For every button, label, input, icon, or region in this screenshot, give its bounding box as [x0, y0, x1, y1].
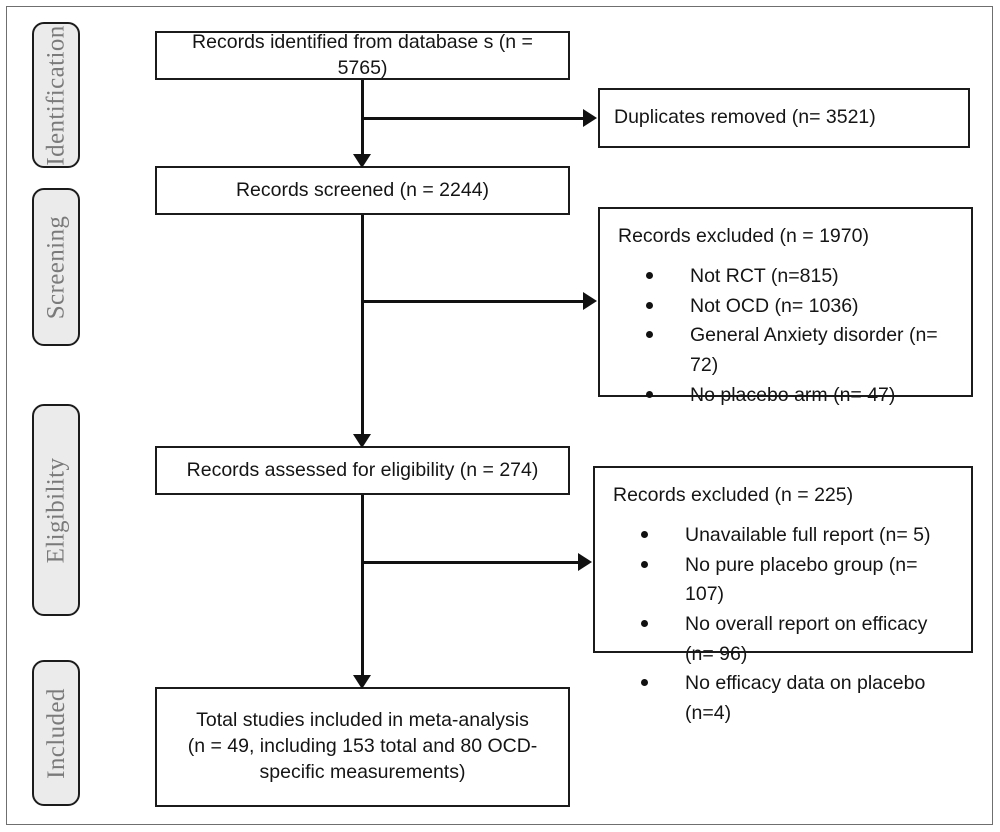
excluded-eligibility-list: Unavailable full report (n= 5) No pure p… — [613, 521, 961, 728]
stage-tab-eligibility: Eligibility — [32, 404, 80, 616]
box-records-identified: Records identified from database s (n = … — [155, 31, 570, 80]
bullet-icon — [646, 301, 653, 309]
bullet-icon — [641, 620, 648, 627]
list-item: General Anxiety disorder (n= 72) — [646, 321, 961, 380]
stage-label-included: Included — [42, 687, 70, 779]
arrowhead-down-to-screened — [353, 154, 371, 168]
bullet-icon — [646, 272, 653, 280]
box-records-excluded-screening: Records excluded (n = 1970) Not RCT (n=8… — [598, 207, 973, 406]
box-records-assessed-text: Records assessed for eligibility (n = 27… — [186, 458, 539, 481]
arrowhead-right-to-duplicates-removed — [583, 109, 597, 127]
connector-to-records-excluded-screening — [361, 300, 583, 303]
list-item-label: Not OCD (n= 1036) — [690, 294, 859, 317]
list-item: No placebo arm (n= 47) — [646, 381, 961, 411]
connector-assessed-to-total-included — [361, 495, 364, 681]
list-item: Not OCD (n= 1036) — [646, 292, 961, 322]
box-total-included: Total studies included in meta-analysis … — [155, 687, 570, 807]
list-item-label: No efficacy data on placebo (n=4) — [685, 672, 926, 724]
list-item: No pure placebo group (n= 107) — [641, 551, 961, 610]
list-item: No efficacy data on placebo (n=4) — [641, 669, 961, 728]
list-item-label: No overall report on efficacy (n= 96) — [685, 612, 928, 665]
connector-to-records-excluded-eligibility — [361, 561, 578, 564]
arrowhead-down-to-total-included — [353, 675, 371, 689]
arrowhead-down-to-assessed — [353, 434, 371, 448]
stage-tab-identification: Identification — [32, 22, 80, 168]
bullet-icon — [641, 531, 648, 539]
stage-tab-included: Included — [32, 660, 80, 806]
stage-label-identification: Identification — [42, 24, 70, 166]
list-item-label: Unavailable full report (n= 5) — [685, 524, 931, 546]
box-records-excluded-screening-heading: Records excluded (n = 1970) — [618, 225, 869, 247]
list-item: Unavailable full report (n= 5) — [641, 521, 961, 551]
box-total-included-text: Total studies included in meta-analysis … — [187, 709, 538, 783]
connector-identified-to-screened — [361, 80, 364, 160]
bullet-icon — [646, 331, 653, 339]
connector-screened-to-assessed — [361, 215, 364, 440]
bullet-icon — [646, 390, 653, 398]
box-duplicates-removed: Duplicates removed (n= 3521) — [598, 88, 970, 148]
box-records-screened: Records screened (n = 2244) — [155, 166, 570, 215]
list-item: No overall report on efficacy (n= 96) — [641, 610, 961, 669]
stage-label-eligibility: Eligibility — [42, 457, 70, 563]
connector-to-duplicates-removed — [361, 117, 583, 120]
list-item-label: No placebo arm (n= 47) — [690, 383, 896, 406]
stage-tab-screening: Screening — [32, 188, 80, 346]
excluded-screening-list: Not RCT (n=815) Not OCD (n= 1036) Genera… — [618, 262, 961, 410]
bullet-icon — [641, 679, 648, 687]
box-records-screened-text: Records screened (n = 2244) — [235, 178, 490, 201]
arrowhead-right-to-records-excluded-eligibility — [578, 553, 592, 571]
stage-label-screening: Screening — [42, 215, 70, 319]
arrowhead-right-to-records-excluded-screening — [583, 292, 597, 310]
box-duplicates-removed-text: Duplicates removed (n= 3521) — [614, 106, 876, 129]
list-item-label: Not RCT (n=815) — [690, 265, 839, 287]
list-item: Not RCT (n=815) — [646, 262, 961, 292]
list-item-label: No pure placebo group (n= 107) — [685, 553, 918, 606]
bullet-icon — [641, 560, 648, 568]
box-records-assessed: Records assessed for eligibility (n = 27… — [155, 446, 570, 495]
box-records-excluded-eligibility-heading: Records excluded (n = 225) — [613, 484, 854, 506]
list-item-label: General Anxiety disorder (n= 72) — [690, 324, 938, 376]
box-records-excluded-eligibility: Records excluded (n = 225) Unavailable f… — [593, 466, 973, 724]
box-records-identified-text: Records identified from database s (n = … — [192, 30, 533, 79]
